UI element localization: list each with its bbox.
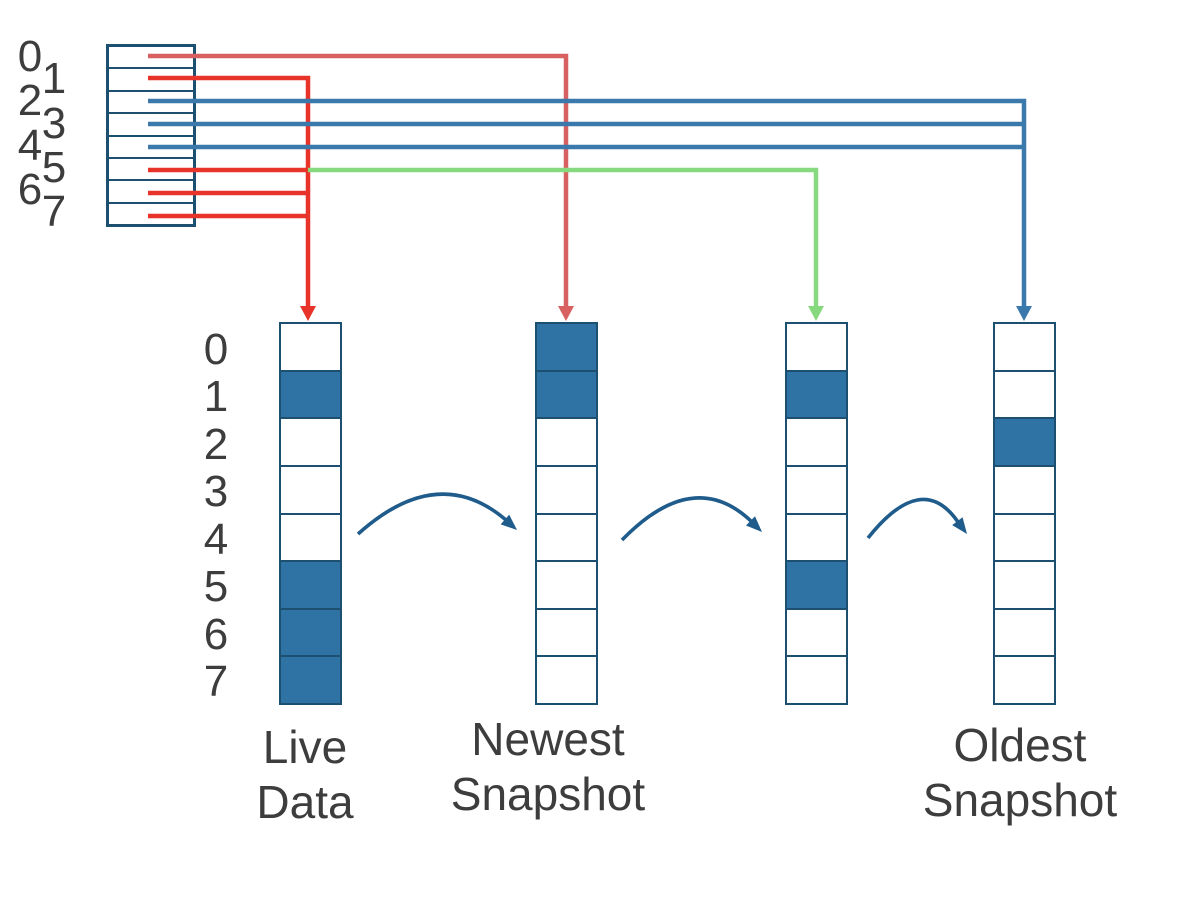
live-data-label: Live Data <box>175 720 435 830</box>
empty-cell <box>537 562 596 610</box>
copy-arc-middle-to-oldest <box>866 497 960 540</box>
register-box <box>106 44 196 227</box>
register-index-label: 5 <box>41 143 67 192</box>
column-oldest-snapshot <box>993 322 1056 705</box>
filled-cell <box>787 562 846 610</box>
empty-cell <box>995 466 1054 515</box>
arrowhead-middle <box>808 306 824 321</box>
register-index-label: 4 <box>17 121 43 170</box>
empty-cell <box>995 609 1054 658</box>
register-slot <box>109 159 193 182</box>
row-index-label: 3 <box>203 467 229 516</box>
empty-cell <box>281 324 340 372</box>
empty-cell <box>281 514 340 563</box>
register-slot <box>109 114 193 137</box>
empty-cell <box>787 419 846 467</box>
empty-cell <box>281 466 340 515</box>
newest-snapshot-label-line1: Newest <box>471 713 625 765</box>
empty-cell <box>281 419 340 467</box>
register-slot <box>109 69 193 92</box>
arrowhead-live <box>300 306 316 321</box>
live-data-label-line1: Live <box>262 721 348 773</box>
empty-cell <box>537 514 596 563</box>
wire-row0-to-newest <box>148 53 569 307</box>
copy-arc-newest-to-middle <box>620 496 754 542</box>
arrowhead-newest <box>558 306 574 321</box>
copy-arc-arrowhead-2 <box>745 516 762 532</box>
copy-arc-arrowhead-3 <box>952 517 967 534</box>
column-newest-snapshot <box>535 322 598 705</box>
wire-row2-to-oldest <box>148 98 1027 307</box>
row-index-label: 1 <box>203 372 229 421</box>
column-live-data <box>279 322 342 705</box>
row-index-label: 0 <box>203 325 229 374</box>
row-index-label: 7 <box>203 657 229 706</box>
empty-cell <box>995 657 1054 703</box>
wire-row5-to-middle <box>308 167 819 307</box>
row-index-label: 6 <box>203 610 229 659</box>
empty-cell <box>787 514 846 563</box>
filled-cell <box>281 371 340 420</box>
empty-cell <box>787 466 846 515</box>
live-data-label-line2: Data <box>256 776 354 828</box>
row-index-label: 4 <box>203 515 229 564</box>
register-index-label: 3 <box>41 99 67 148</box>
register-slot <box>109 47 193 70</box>
register-index-label: 7 <box>41 187 67 236</box>
empty-cell <box>995 562 1054 610</box>
empty-cell <box>787 324 846 372</box>
register-index-label: 1 <box>41 54 67 103</box>
register-index-label: 2 <box>17 76 43 125</box>
filled-cell <box>537 324 596 372</box>
register-index-label: 0 <box>17 32 43 81</box>
empty-cell <box>787 609 846 658</box>
filled-cell <box>787 371 846 420</box>
register-slot <box>109 204 193 224</box>
empty-cell <box>995 324 1054 372</box>
copy-arc-arrowhead-1 <box>500 514 517 530</box>
register-slot <box>109 181 193 204</box>
newest-snapshot-label: Newest Snapshot <box>418 712 678 822</box>
filled-cell <box>995 419 1054 467</box>
register-slot <box>109 137 193 159</box>
empty-cell <box>537 419 596 467</box>
newest-snapshot-label-line2: Snapshot <box>450 768 646 820</box>
row-index-label: 2 <box>203 420 229 469</box>
register-slot <box>109 92 193 115</box>
empty-cell <box>537 466 596 515</box>
oldest-snapshot-label-line2: Snapshot <box>922 774 1118 826</box>
filled-cell <box>281 609 340 658</box>
row-index-label: 5 <box>203 562 229 611</box>
empty-cell <box>787 657 846 703</box>
oldest-snapshot-label: Oldest Snapshot <box>885 718 1155 828</box>
column-middle-snapshot <box>785 322 848 705</box>
empty-cell <box>995 371 1054 420</box>
empty-cell <box>995 514 1054 563</box>
oldest-snapshot-label-line1: Oldest <box>953 719 1087 771</box>
empty-cell <box>537 609 596 658</box>
register-index-label: 6 <box>17 165 43 214</box>
filled-cell <box>537 371 596 420</box>
empty-cell <box>537 657 596 703</box>
filled-cell <box>281 562 340 610</box>
arrowhead-oldest <box>1016 306 1032 321</box>
copy-arc-live-to-newest <box>356 492 508 536</box>
filled-cell <box>281 657 340 703</box>
